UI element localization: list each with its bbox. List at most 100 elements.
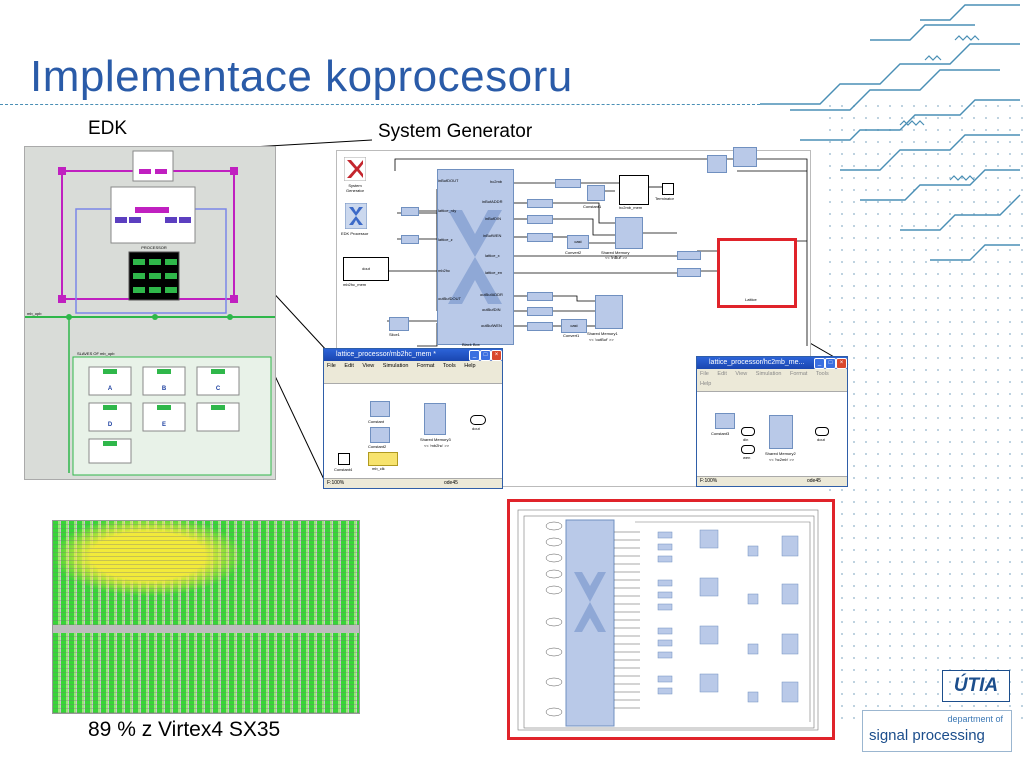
simulink-window-mb2hc[interactable]: lattice_processor/mb2hc_mem * _ □ × File…	[323, 348, 503, 489]
status-bar: F:100% ode45	[324, 478, 502, 488]
shared-memory-1-sub: << 'inBuf' >>	[605, 255, 628, 260]
menu-help[interactable]: Help	[464, 363, 476, 369]
minimize-button[interactable]: _	[469, 350, 480, 361]
rtl-schematic-image	[507, 499, 835, 740]
menu-help[interactable]: Help	[700, 381, 712, 387]
menu-simulation[interactable]: Simulation	[755, 371, 782, 377]
window-title: lattice_processor/mb2hc_mem *	[336, 351, 436, 358]
convert-block[interactable]: cast	[567, 235, 589, 249]
menu-bar: File Edit View Simulation Format Tools H…	[324, 361, 502, 371]
edk-slaves-label: SLAVES OF mb_opb	[77, 351, 115, 356]
slice-block[interactable]	[389, 317, 409, 331]
shared-memory-block[interactable]	[769, 415, 793, 449]
shared-memory2-sub: << 'hc2mb' >>	[769, 457, 795, 462]
constant4-label: Constant4	[334, 467, 353, 472]
lattice-label: Lattice	[745, 297, 757, 302]
signal-processing-logo: department of signal processing	[862, 710, 1012, 752]
shared-memory-block[interactable]	[595, 295, 623, 329]
assert-block[interactable]	[677, 251, 701, 260]
status-solver: ode45	[444, 480, 458, 486]
close-button[interactable]: ×	[491, 350, 502, 361]
hc2mb-mem-block[interactable]	[619, 175, 649, 205]
assert-block[interactable]	[527, 233, 553, 242]
constant-block[interactable]	[370, 401, 390, 417]
edk-processor-icon	[345, 203, 367, 229]
shared-memory-block[interactable]	[424, 403, 446, 435]
edk-bus-lines	[25, 150, 275, 476]
assert-block[interactable]	[527, 322, 553, 331]
bb-port-in-3: mb2hc	[438, 268, 451, 273]
shared-memory2-label: Shared Memory2	[765, 451, 796, 456]
close-button[interactable]: ×	[836, 358, 847, 369]
menu-view[interactable]: View	[362, 363, 375, 369]
menu-edit[interactable]: Edit	[717, 371, 727, 377]
background-dot-pattern	[824, 100, 1024, 720]
lattice-block[interactable]	[717, 238, 797, 308]
assert-block[interactable]	[527, 215, 553, 224]
sp-logo-top: department of	[947, 714, 1003, 724]
shared-memory-block[interactable]	[615, 217, 643, 249]
gateway-in-block[interactable]	[368, 452, 398, 466]
menu-edit[interactable]: Edit	[344, 363, 354, 369]
assert-block[interactable]	[677, 268, 701, 277]
assert-block[interactable]	[401, 235, 419, 244]
mb2hc-mem-label: mb2hc_mem	[343, 282, 367, 287]
sp-logo-main: signal processing	[869, 727, 985, 744]
constant2-block[interactable]	[370, 427, 390, 443]
simulink-window-hc2mb[interactable]: lattice_processor/hc2mb_me... _ □ × File…	[696, 356, 848, 487]
edk-processor-label: PROCESSOR	[141, 245, 167, 250]
constant4-block[interactable]	[338, 453, 350, 465]
input-port[interactable]	[741, 445, 755, 454]
constant3-block[interactable]	[715, 413, 735, 429]
shared-memory3-sub: << 'mb2hc' >>	[424, 443, 450, 448]
maximize-button[interactable]: □	[825, 358, 836, 369]
bb-port-out-4: lattice_x	[485, 253, 500, 258]
din-label: din	[743, 437, 749, 442]
menu-format[interactable]: Format	[417, 363, 435, 369]
mb2hc-mem-block[interactable]: dout	[343, 257, 389, 281]
menu-simulation[interactable]: Simulation	[382, 363, 409, 369]
menu-tools[interactable]: Tools	[442, 363, 456, 369]
minimize-button[interactable]: _	[814, 358, 825, 369]
maximize-button[interactable]: □	[480, 350, 491, 361]
edk-processor-label: EDK Processor	[341, 231, 369, 236]
terminator-block[interactable]	[662, 183, 674, 195]
toolbar	[324, 371, 502, 384]
convert-block[interactable]: cast	[561, 319, 587, 333]
bb-port-out-0: hc2mb	[490, 179, 503, 184]
wen-label: wen	[743, 455, 751, 460]
bb-port-out-6: outBufADDR	[480, 292, 503, 297]
logic-block[interactable]	[707, 155, 727, 173]
floorplan-divider-band	[53, 625, 359, 633]
bb-port-out-1: inBufADDR	[482, 199, 503, 204]
assert-block[interactable]	[527, 307, 553, 316]
slice-label: Slice1	[389, 332, 400, 337]
menu-format[interactable]: Format	[790, 371, 808, 377]
menu-view[interactable]: View	[735, 371, 748, 377]
utia-logo-text: ÚTIA	[953, 675, 999, 696]
bb-port-out-8: outBufWEN	[481, 323, 502, 328]
edk-bus-label: mb_opb	[27, 311, 42, 316]
input-port[interactable]	[741, 427, 755, 436]
dout-label: dout	[472, 426, 480, 431]
assert-block[interactable]	[527, 199, 553, 208]
black-box-block[interactable]	[437, 169, 514, 345]
shared-memory-2-label: Shared Memory1	[587, 331, 618, 336]
status-solver: ode45	[807, 478, 821, 484]
assert-block[interactable]	[401, 207, 419, 216]
bb-port-out-7: outBufDIN	[482, 307, 501, 312]
assert-block[interactable]	[555, 179, 581, 188]
menu-bar: File Edit View Simulation Format Tools H…	[697, 369, 847, 387]
menu-file[interactable]: File	[700, 371, 709, 377]
assert-block[interactable]	[527, 292, 553, 301]
logic-block[interactable]	[733, 147, 757, 167]
constant1-block[interactable]	[587, 185, 605, 201]
hc2mb-mem-label: hc2mb_mem	[619, 205, 643, 210]
menu-tools[interactable]: Tools	[815, 371, 829, 377]
window-title-bar[interactable]: lattice_processor/mb2hc_mem * _ □ ×	[324, 349, 502, 361]
window-title-bar[interactable]: lattice_processor/hc2mb_me... _ □ ×	[697, 357, 847, 369]
constant-label: Constant	[368, 419, 385, 424]
output-port[interactable]	[470, 415, 486, 425]
output-port[interactable]	[815, 427, 829, 436]
menu-file[interactable]: File	[327, 363, 336, 369]
